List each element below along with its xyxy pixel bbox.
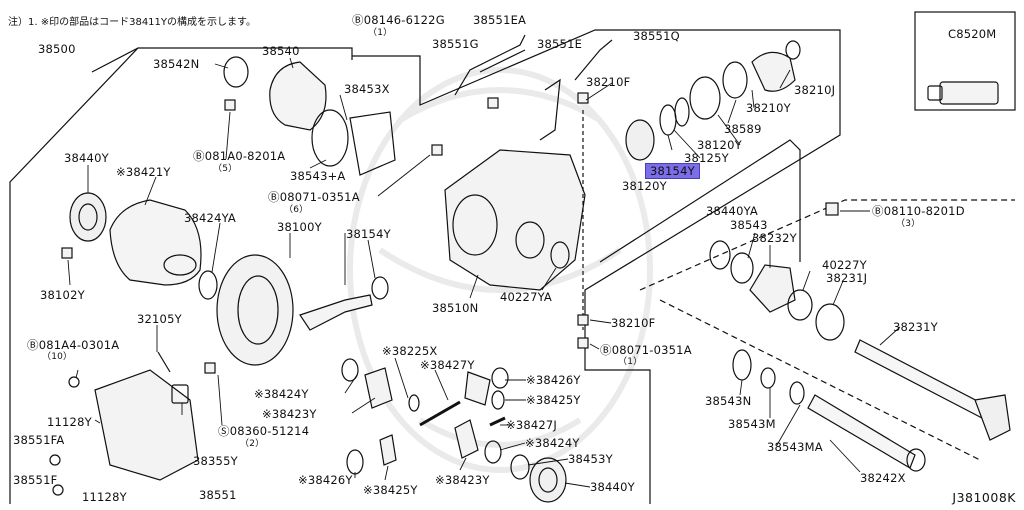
drive-pinion [299,294,373,331]
callout-38426Y-right[interactable]: ※38426Y [526,373,581,387]
c8520m-box [914,11,1016,111]
callout-38210F-mid[interactable]: 38210F [611,316,656,330]
callout-38225X[interactable]: ※38225X [382,344,438,358]
callout-38551[interactable]: 38551 [199,488,237,502]
callout-screw-08360-qty: （2） [240,439,265,449]
callout-38543M[interactable]: 38543M [728,417,776,431]
callout-38232Y[interactable]: 38232Y [752,231,797,245]
callout-bolt-081A4-qty: （10） [42,352,73,362]
callout-bolt-08071-mid[interactable]: Ⓑ08071-0351A [600,343,692,357]
callout-38125Y[interactable]: 38125Y [684,151,729,165]
retainer-38232Y [749,264,796,313]
callout-38427J[interactable]: ※38427J [506,418,558,432]
callout-bolt-08110-8201D[interactable]: Ⓑ08110-8201D [872,204,965,218]
callout-bolt-08110-qty: （3） [896,219,921,229]
callout-32105Y[interactable]: 32105Y [137,312,182,326]
callout-bolt-08071-mid-qty: （1） [618,357,643,367]
callout-bolt-081A0-8201A[interactable]: Ⓑ081A0-8201A [193,149,286,163]
callout-38154Y-highlighted[interactable]: 38154Y [645,163,700,179]
callout-38540[interactable]: 38540 [262,44,300,58]
callout-38154Y-left[interactable]: 38154Y [346,227,391,241]
o-ring-40227YA [550,241,570,269]
callout-38551G[interactable]: 38551G [432,37,479,51]
callout-38543MA[interactable]: 38543MA [767,440,823,454]
callout-38500[interactable]: 38500 [38,42,76,56]
callout-38440YA[interactable]: 38440YA [706,204,758,218]
callout-38424Y-right[interactable]: ※38424Y [525,436,580,450]
callout-11128Y-b[interactable]: 11128Y [82,490,127,504]
catalog-code: J381008K [952,490,1016,505]
callout-38210J[interactable]: 38210J [794,83,836,97]
callout-38120Y-a[interactable]: 38120Y [697,138,742,152]
callout-38424YA[interactable]: 38424YA [184,211,236,225]
callout-38231Y[interactable]: 38231Y [893,320,938,334]
ring-gear [216,254,294,366]
callout-38453X[interactable]: 38453X [344,82,390,96]
callout-bolt-081A4-0301A[interactable]: Ⓑ081A4-0301A [27,338,120,352]
side-gear-left [364,367,393,409]
callout-38543N[interactable]: 38543N [705,394,752,408]
callout-38589[interactable]: 38589 [724,122,762,136]
callout-screw-08360-51214[interactable]: Ⓢ08360-51214 [218,424,310,438]
callout-bolt-081A0-qty: （5） [213,164,238,174]
callout-38440Y-left[interactable]: 38440Y [64,151,109,165]
callout-38421Y[interactable]: ※38421Y [116,165,171,179]
oil-seal-38542N [223,56,249,88]
callout-38425Y-right[interactable]: ※38425Y [526,393,581,407]
callout-38231J[interactable]: 38231J [826,271,868,285]
watermark-emblem [347,67,653,473]
callout-38242X[interactable]: 38242X [860,471,906,485]
callout-bolt-08071-top[interactable]: Ⓑ08071-0351A [268,190,360,204]
leader-lines [67,57,901,488]
gasket-38453X [349,111,396,176]
callout-38551Q[interactable]: 38551Q [633,29,680,43]
callout-38423Y-bottom[interactable]: ※38423Y [435,473,490,487]
callout-38551F[interactable]: 38551F [13,473,58,487]
callout-38543[interactable]: 38543 [730,218,768,232]
callout-bolt-08071-top-qty: （6） [284,205,309,215]
callout-38543A[interactable]: 38543+A [290,169,346,183]
callout-38551FA[interactable]: 38551FA [13,433,65,447]
washer-38424YA [198,270,218,300]
callout-38542N[interactable]: 38542N [153,57,200,71]
callout-38210F-top[interactable]: 38210F [586,75,631,89]
carrier-38510N [444,149,586,291]
callout-bolt-08146-qty: （1） [368,28,393,38]
callout-40227YA[interactable]: 40227YA [500,290,552,304]
diagram-note: 注）1. ※印の部品はコード38411Yの構成を示します。 [8,17,257,28]
callout-40227Y[interactable]: 40227Y [822,258,867,272]
callout-38426Y-bottom[interactable]: ※38426Y [298,473,353,487]
callout-38425Y-bottom[interactable]: ※38425Y [363,483,418,497]
side-retainer-38540 [269,61,327,131]
diff-case [109,199,202,286]
bolts [61,92,839,374]
callout-38355Y[interactable]: 38355Y [193,454,238,468]
callout-38423Y-left[interactable]: ※38423Y [262,407,317,421]
callout-38427Y[interactable]: ※38427Y [420,358,475,372]
callout-38424Y-left[interactable]: ※38424Y [254,387,309,401]
callout-38453Y[interactable]: 38453Y [568,452,613,466]
side-shaft-38231Y [854,339,986,419]
callout-38551E[interactable]: 38551E [537,37,583,51]
callout-38551EA[interactable]: 38551EA [473,13,527,27]
callout-38210Y[interactable]: 38210Y [746,101,791,115]
breather-pipe [454,34,526,96]
shaft-38242X [807,394,916,469]
callout-38100Y[interactable]: 38100Y [277,220,322,234]
bearing-38440Y-left [69,192,107,242]
callout-38440Y-bottom[interactable]: 38440Y [590,480,635,494]
rear-cover-38355Y [94,369,199,481]
bearing-38440Y-bottom [529,457,567,503]
callout-C8520M[interactable]: C8520M [948,27,997,41]
callout-38120Y-b[interactable]: 38120Y [622,179,667,193]
callout-bolt-08146-6122G[interactable]: Ⓑ08146-6122G [352,13,445,27]
callout-11128Y-a[interactable]: 11128Y [47,415,92,429]
axle-subbox [599,139,801,263]
callout-38510N[interactable]: 38510N [432,301,479,315]
callout-38102Y[interactable]: 38102Y [40,288,85,302]
o-ring-38543A [311,109,349,167]
